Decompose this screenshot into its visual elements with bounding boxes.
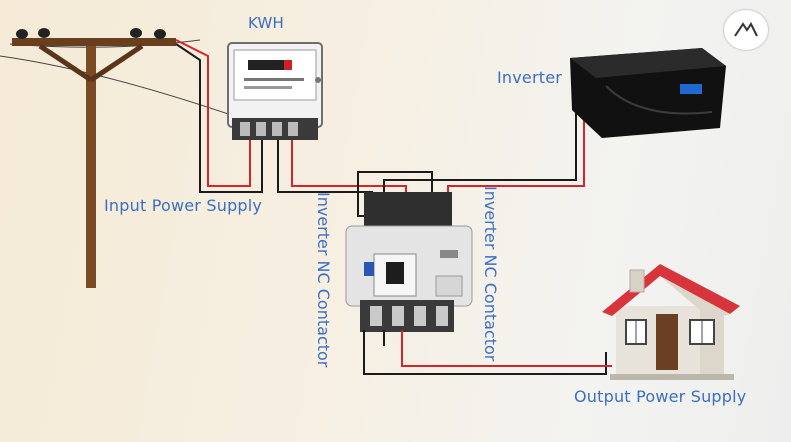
contactor-icon [345,192,473,332]
utility-pole-icon [12,28,176,288]
inverter-device-icon [570,48,726,138]
brand-logo-icon [724,10,768,50]
wire-red-input [175,39,251,187]
energy-meter-icon [227,42,323,140]
inverter-label: Inverter [497,68,563,87]
wire-black-input [175,43,263,193]
input-power-supply-label: Input Power Supply [104,196,263,215]
house-icon [602,264,740,380]
contactor-label-right: Inverter NC Contactor [481,186,500,362]
output-power-supply-label: Output Power Supply [574,387,747,406]
meter-label: KWH [248,14,285,32]
wire-red-inverter [447,110,585,214]
wire-red-output [401,330,612,367]
overhead-cable [0,55,241,119]
contactor-label-left: Inverter NC Contactor [314,192,333,368]
wire-black-output [363,330,607,375]
